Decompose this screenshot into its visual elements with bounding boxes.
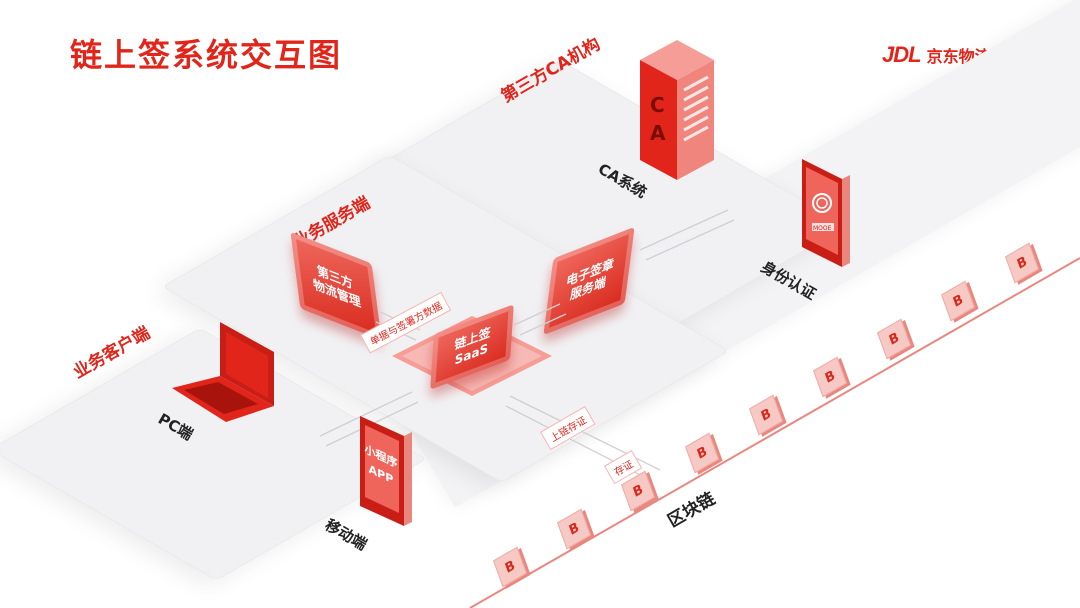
jdl-logo: JDL 京东物流 <box>882 42 991 68</box>
server-letter-a: A <box>650 121 666 145</box>
phone-screen-text: MOOE <box>813 225 832 232</box>
ca-server-icon: C A <box>640 40 714 180</box>
server-letter-c: C <box>650 93 665 117</box>
laptop-icon <box>172 322 274 422</box>
mobile-phone-icon <box>360 416 412 526</box>
page-title: 链上签系统交互图 <box>70 36 343 74</box>
identity-phone-icon: MOOE <box>802 159 850 267</box>
logo-mark: JDL <box>882 42 922 67</box>
